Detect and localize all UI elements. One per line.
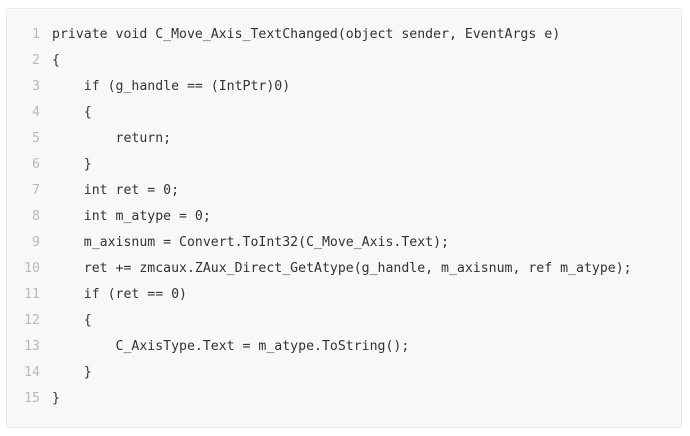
code-line: 13 C_AxisType.Text = m_atype.ToString();: [7, 334, 681, 360]
line-number: 10: [24, 261, 40, 276]
line-code: int ret = 0;: [52, 183, 180, 198]
code-line: 3 if (g_handle == (IntPtr)0): [7, 74, 681, 100]
line-number: 14: [24, 365, 40, 380]
code-line: 5 return;: [7, 126, 681, 152]
line-number: 5: [32, 131, 40, 146]
code-line: 11 if (ret == 0): [7, 282, 681, 308]
line-code: }: [52, 157, 92, 172]
line-number: 1: [32, 27, 40, 42]
line-number: 11: [24, 287, 40, 302]
line-code: {: [52, 105, 92, 120]
line-code: m_axisnum = Convert.ToInt32(C_Move_Axis.…: [52, 235, 449, 250]
line-number: 4: [32, 105, 40, 120]
code-line: 14 }: [7, 360, 681, 386]
code-line: 9 m_axisnum = Convert.ToInt32(C_Move_Axi…: [7, 230, 681, 256]
line-number: 3: [32, 79, 40, 94]
line-number: 15: [24, 391, 40, 406]
line-code: return;: [52, 131, 172, 146]
code-line: 4 {: [7, 100, 681, 126]
line-code: if (ret == 0): [52, 287, 187, 302]
line-code: }: [52, 391, 60, 406]
line-number: 2: [32, 53, 40, 68]
line-code: {: [52, 313, 92, 328]
line-code: C_AxisType.Text = m_atype.ToString();: [52, 339, 410, 354]
line-number: 13: [24, 339, 40, 354]
line-number: 8: [32, 209, 40, 224]
line-code: {: [52, 53, 60, 68]
code-line: 2 {: [7, 48, 681, 74]
code-line: 7 int ret = 0;: [7, 178, 681, 204]
line-code: ret += zmcaux.ZAux_Direct_GetAtype(g_han…: [52, 261, 632, 276]
line-number: 12: [24, 313, 40, 328]
code-line: 15 }: [7, 386, 681, 412]
line-code: if (g_handle == (IntPtr)0): [52, 79, 291, 94]
code-line: 1 private void C_Move_Axis_TextChanged(o…: [7, 22, 681, 48]
line-code: }: [52, 365, 92, 380]
line-code: int m_atype = 0;: [52, 209, 211, 224]
code-line: 10 ret += zmcaux.ZAux_Direct_GetAtype(g_…: [7, 256, 681, 282]
code-line: 12 {: [7, 308, 681, 334]
line-number: 7: [32, 183, 40, 198]
line-code: private void C_Move_Axis_TextChanged(obj…: [52, 27, 561, 42]
code-line: 6 }: [7, 152, 681, 178]
line-number: 9: [32, 235, 40, 250]
code-block[interactable]: 1 private void C_Move_Axis_TextChanged(o…: [6, 8, 682, 428]
line-number: 6: [32, 157, 40, 172]
code-line: 8 int m_atype = 0;: [7, 204, 681, 230]
